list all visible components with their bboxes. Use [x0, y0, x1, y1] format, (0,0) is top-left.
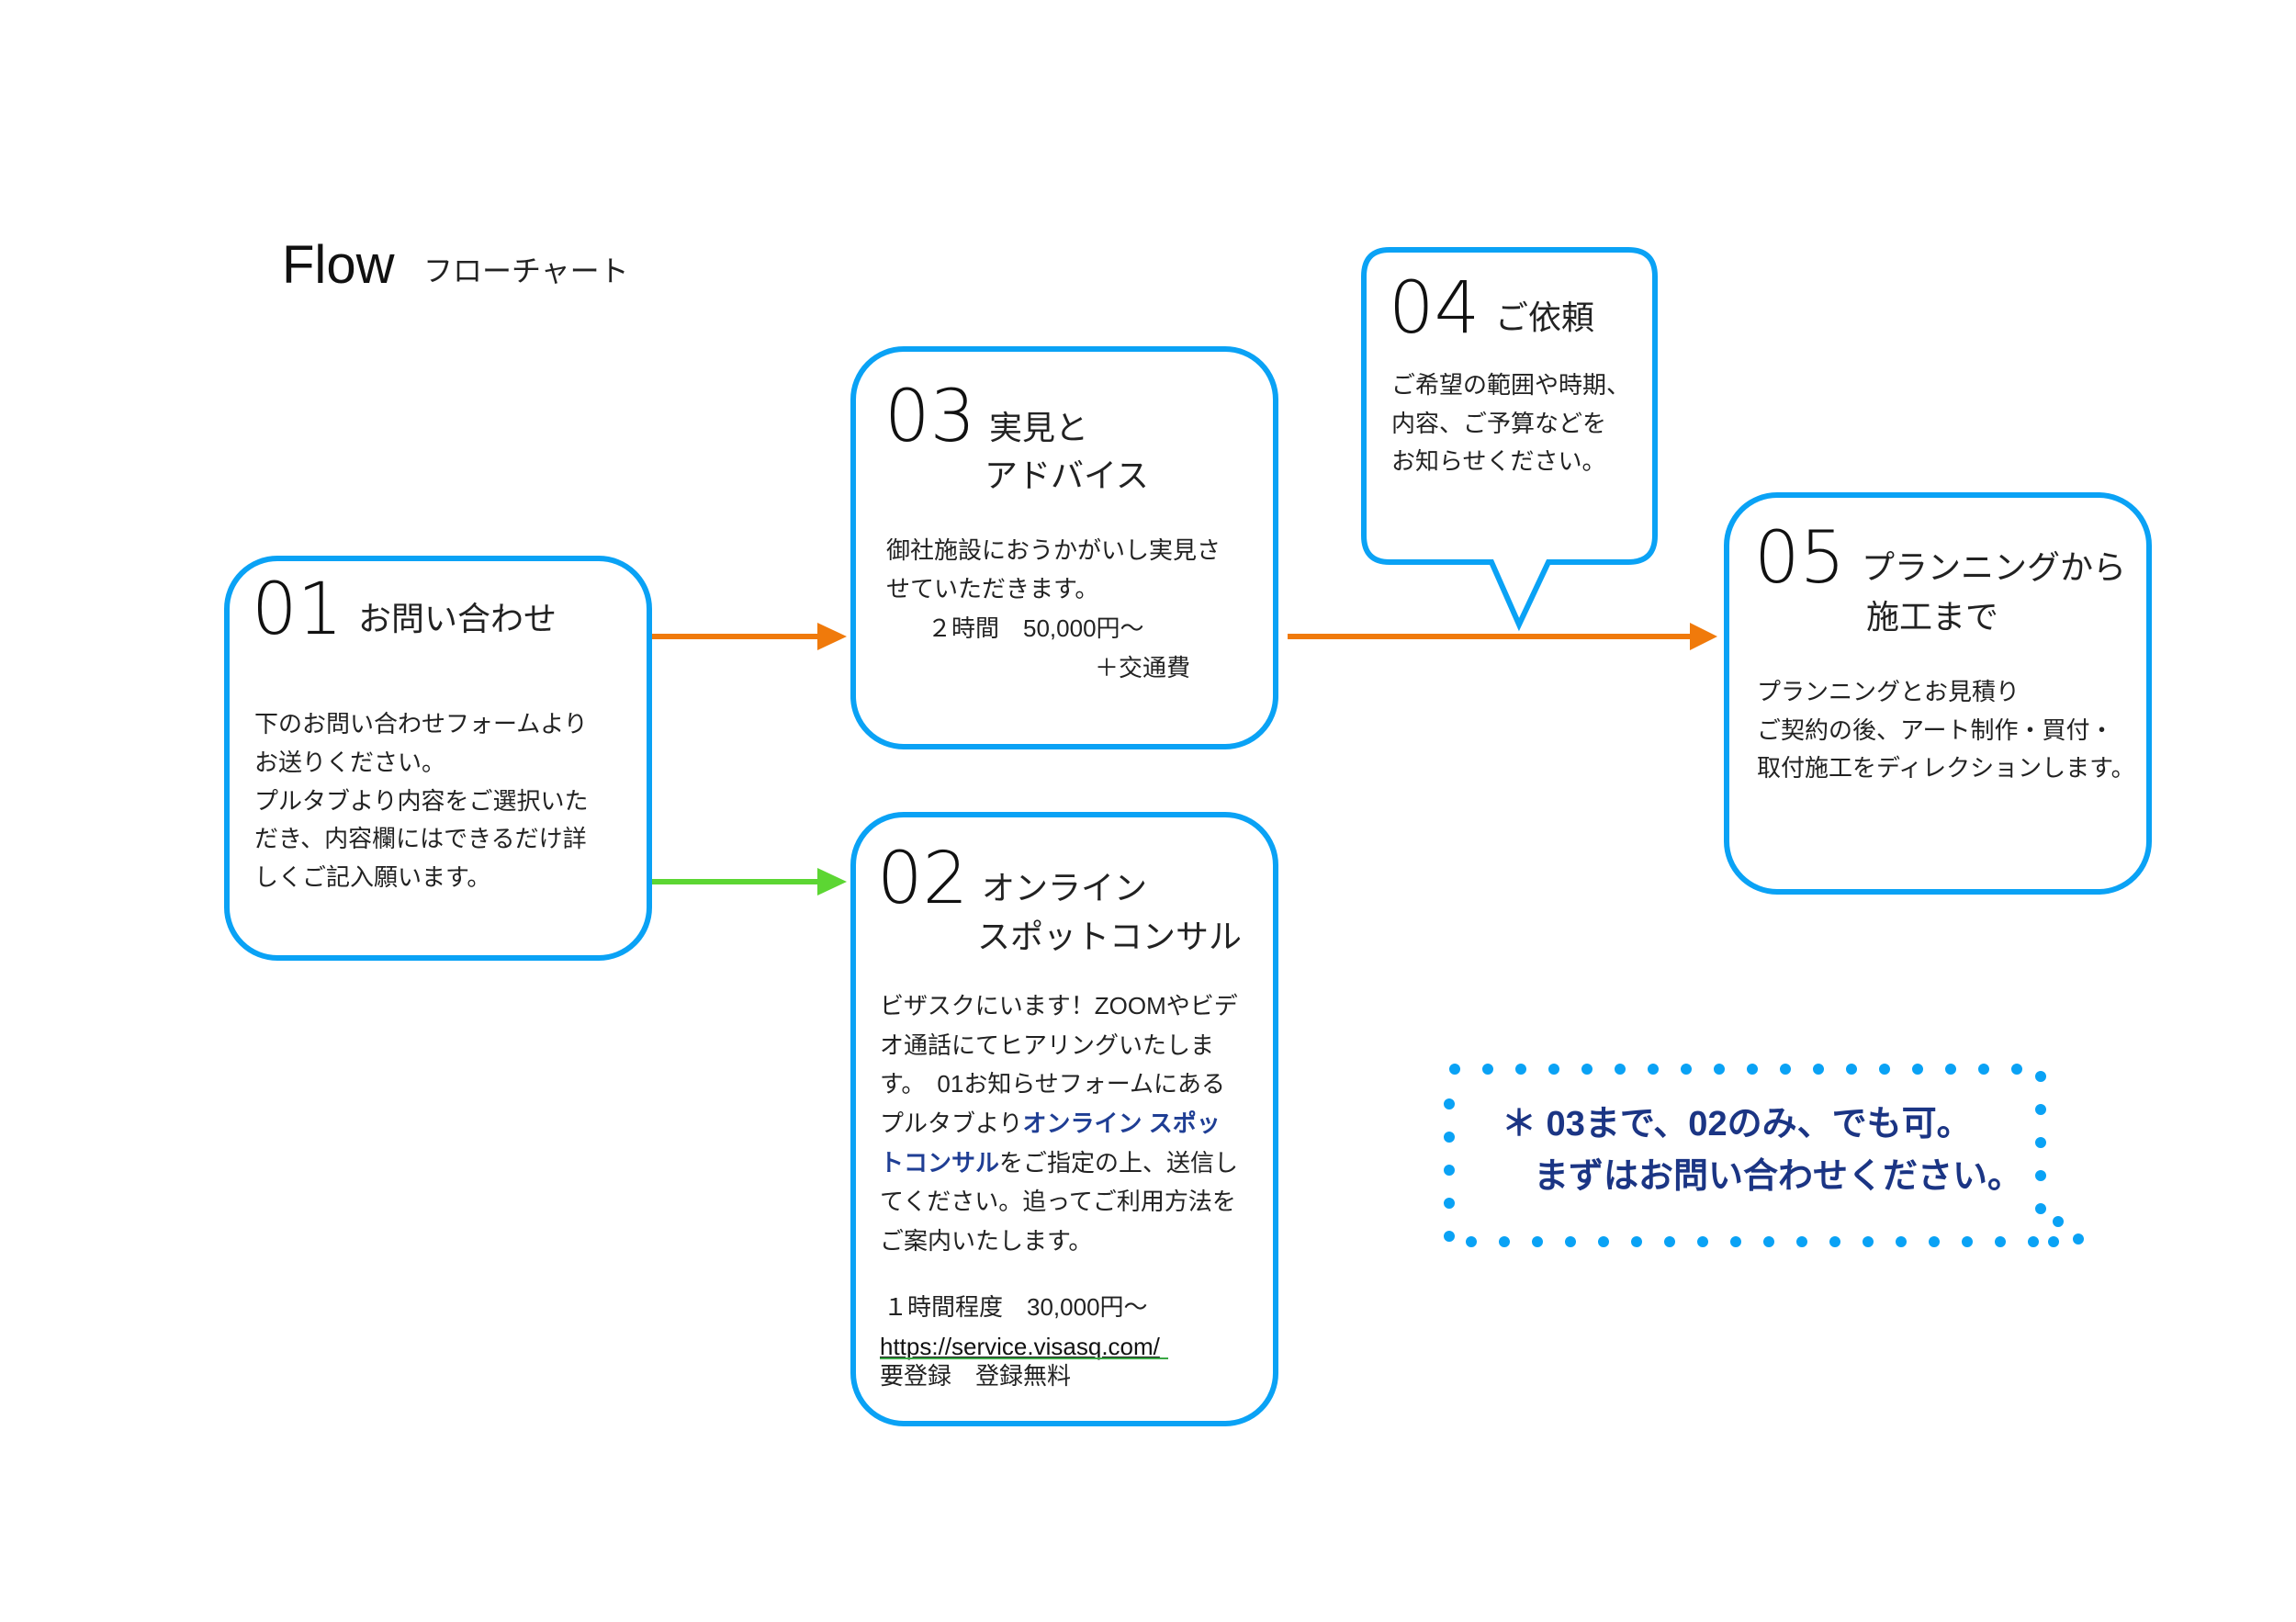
note-line: まずはお問い合わせください。 [1534, 1157, 2022, 1196]
step-price: ２時間 50,000円〜 [928, 614, 1144, 642]
page-subtitle: フローチャート [423, 254, 629, 287]
step-body-line: お知らせください。 [1391, 447, 1605, 475]
step-body-line: トコンサルをご指定の上、送信し [880, 1149, 1238, 1177]
step-number: 03 [884, 376, 975, 458]
step-body-line: せていただきます。 [886, 575, 1098, 603]
box-frame [850, 812, 1278, 1426]
step-body-line: しくご記入願います。 [254, 863, 490, 891]
step-label: アドバイス [985, 456, 1149, 494]
step-body-line: プルタブより内容をご選択いた [254, 787, 588, 815]
step-label: スポットコンサル [977, 918, 1242, 955]
step-extra-cost: ＋交通費 [1095, 654, 1190, 681]
dot-icon [2053, 1216, 2064, 1227]
arrow-01-to-02 [651, 868, 847, 895]
step-01-box: 01 お問い合わせ 下のお問い合わせフォームより お送りください。 プルタブより… [224, 556, 652, 961]
step-body-line: ご希望の範囲や時期、 [1391, 371, 1630, 399]
dotted-border [1444, 1064, 2046, 1247]
step-body-line: 取付施工をディレクションします。 [1757, 754, 2135, 782]
dot-icon [2048, 1236, 2059, 1247]
step-05-box: 05 プランニングから 施工まで プランニングとお見積り ご契約の後、アート制作… [1724, 492, 2152, 895]
dot-icon [2073, 1233, 2084, 1245]
box-frame [850, 346, 1278, 749]
step-label: お問い合わせ [358, 600, 557, 637]
step-number: 02 [877, 838, 968, 920]
step-02-box: 02 オンライン スポットコンサル ビザスクにいます！ZOOMやビデ オ通話にて… [850, 812, 1278, 1426]
step-body-line: す。 01お知らせフォームにある [880, 1070, 1225, 1098]
step-label: ご依頼 [1495, 298, 1594, 336]
step-03-box: 03 実見と アドバイス 御社施設におうかがいし実見さ せていただきます。 ２時… [850, 346, 1278, 749]
step-body-line: オ通話にてヒアリングいたしま [880, 1031, 1214, 1059]
step-body-line: お送りください。 [254, 749, 445, 776]
note-line: ＊ 03まで、02のみ、でも可。 [1502, 1105, 1972, 1143]
step-body-line: ご案内いたします。 [880, 1227, 1092, 1255]
service-link[interactable]: https://service.visasq.com/ [880, 1333, 1161, 1360]
step-number: 01 [252, 569, 343, 651]
step-label: プランニングから [1862, 548, 2126, 586]
step-label: 実見と [989, 409, 1088, 446]
step-04-callout: 04 ご依頼 ご希望の範囲や時期、 内容、ご予算などを お知らせください。 [1361, 247, 1658, 632]
step-body-line: プランニングとお見積り [1757, 678, 2020, 705]
step-body-line: プルタブよりオンライン スポッ [880, 1109, 1221, 1137]
box-frame [224, 556, 652, 961]
arrow-head-icon [817, 623, 847, 650]
body-text: をご指定の上、送信し [999, 1149, 1238, 1177]
step-body-line: 御社施設におうかがいし実見さ [886, 536, 1221, 564]
arrow-01-to-03 [651, 623, 847, 650]
step-body-line: てください。追ってご利用方法を [880, 1188, 1236, 1215]
step-body-line: 下のお問い合わせフォームより [254, 710, 588, 738]
step-body-line: 内容、ご予算などを [1391, 410, 1606, 437]
step-price: １時間程度 30,000円〜 [884, 1293, 1148, 1321]
step-body-line: だき、内容欄にはできるだけ詳 [254, 825, 587, 852]
callout-frame [1361, 247, 1658, 632]
step-number: 04 [1389, 267, 1480, 350]
arrow-head-icon [1690, 623, 1717, 650]
arrow-head-icon [817, 868, 847, 895]
step-registration: 要登録 登録無料 [880, 1362, 1071, 1390]
step-label: オンライン [982, 869, 1147, 907]
step-body-line: ビザスクにいます！ZOOMやビデ [880, 992, 1238, 1019]
body-text: プルタブより [880, 1109, 1022, 1137]
step-label: 施工まで [1866, 598, 1998, 636]
highlighted-service-name: オンライン スポッ [1022, 1109, 1220, 1137]
page-title: Flow [282, 235, 396, 295]
step-number: 05 [1754, 517, 1845, 600]
note-box: ＊ 03まで、02のみ、でも可。 まずはお問い合わせください。 [1444, 1064, 2084, 1247]
box-frame [1724, 492, 2152, 895]
highlighted-service-name: トコンサル [880, 1149, 999, 1177]
step-body-line: ご契約の後、アート制作・買付・ [1757, 716, 2113, 744]
arrow-03-to-05 [1288, 623, 1717, 650]
